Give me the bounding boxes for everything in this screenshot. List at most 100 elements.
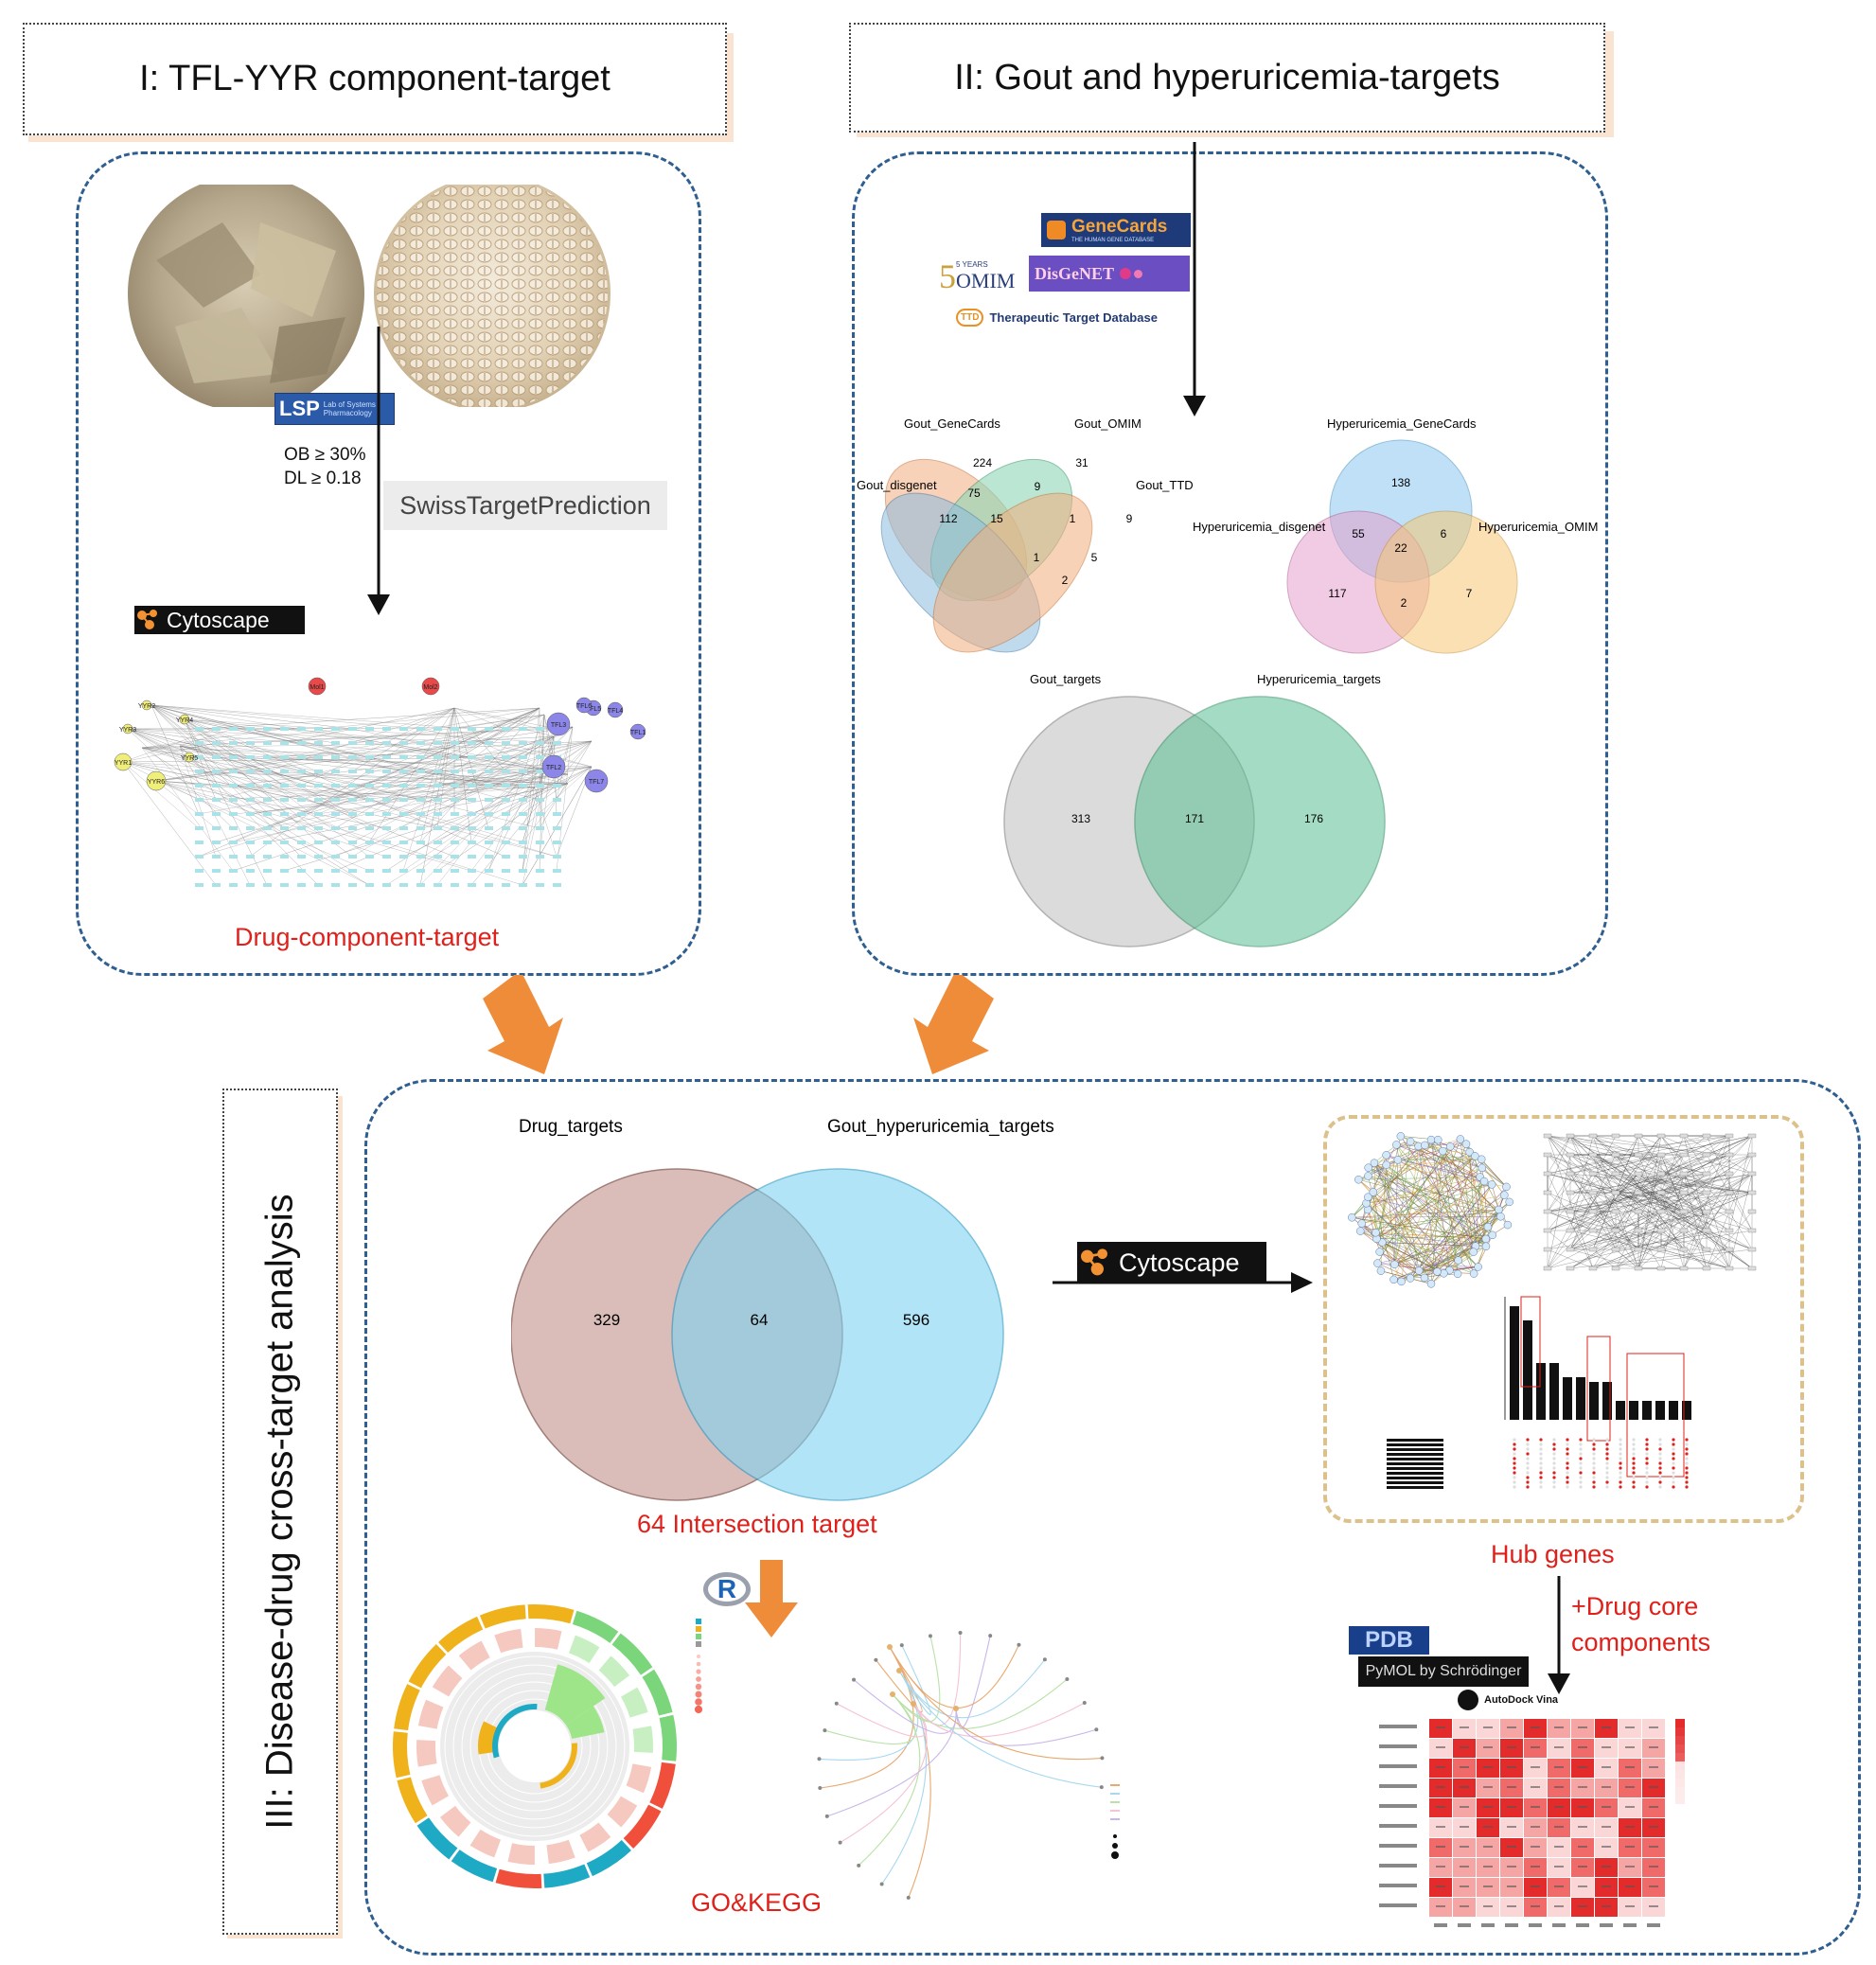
heatmap-cell-value — [1554, 1846, 1564, 1848]
upset-dot — [1605, 1457, 1609, 1460]
network-node-label: TFL2 — [546, 765, 561, 771]
network-target-node — [416, 770, 425, 773]
network-edge — [385, 726, 574, 801]
network-target-node — [246, 798, 255, 802]
upset-dot — [1579, 1443, 1583, 1446]
heatmap-legend-cell — [1675, 1744, 1685, 1753]
ppi-edge — [1394, 1226, 1489, 1266]
kegg-gene-node — [838, 1840, 842, 1845]
network-target-node — [212, 812, 221, 816]
heatmap-cell-value — [1531, 1726, 1540, 1728]
panel2-frame — [852, 151, 1608, 976]
ppi-node — [1390, 1260, 1399, 1269]
heatmap-cell-value — [1602, 1846, 1611, 1848]
network-target-node — [502, 869, 510, 873]
upset-dot — [1566, 1476, 1569, 1479]
network-target-node — [553, 812, 561, 816]
ppi-node — [1364, 1193, 1372, 1201]
heatmap-col-label — [1529, 1923, 1542, 1927]
network-node-label: YYR2 — [138, 703, 155, 710]
network-target-node — [212, 855, 221, 859]
upset-dot — [1658, 1480, 1662, 1484]
venn-value: 75 — [967, 487, 981, 500]
network-target-node — [536, 770, 544, 773]
go-term-segment — [397, 1777, 428, 1824]
heatmap-cell-value — [1531, 1905, 1540, 1907]
genecards-text: GeneCards — [1071, 217, 1168, 237]
ppi-grid-node — [1543, 1247, 1552, 1252]
upset-dot — [1592, 1447, 1596, 1451]
heatmap-cell-value — [1460, 1806, 1469, 1808]
ppi-grid-node — [1588, 1247, 1598, 1252]
ppi-grid-edge — [1569, 1230, 1594, 1250]
upset-dot — [1658, 1466, 1662, 1470]
ppi-grid-node — [1566, 1247, 1575, 1252]
ppi-grid-edge — [1569, 1230, 1730, 1269]
ppi-node — [1426, 1135, 1436, 1144]
hub-genes-box — [1323, 1115, 1804, 1523]
kegg-size-legend — [1112, 1843, 1118, 1849]
upset-dot — [1592, 1480, 1596, 1484]
ppi-node — [1471, 1152, 1479, 1160]
ppi-grid-edge — [1569, 1173, 1594, 1213]
network-edge — [334, 756, 569, 775]
network-edge — [141, 747, 370, 886]
go-term-segment — [527, 1604, 575, 1624]
ppi-grid-node — [1747, 1190, 1757, 1195]
network-target-node — [297, 741, 306, 745]
network-edge — [198, 740, 593, 858]
ppi-edge — [1430, 1140, 1459, 1261]
upset-dot — [1685, 1443, 1689, 1446]
network-target-node — [536, 869, 544, 873]
network-edge — [232, 766, 593, 843]
go-legend-dot — [697, 1655, 700, 1658]
network-target-node — [553, 826, 561, 830]
venn-value: 15 — [990, 512, 1003, 525]
network-edge — [368, 707, 540, 815]
ppi-edge — [1449, 1246, 1487, 1271]
kegg-gene-node — [1082, 1701, 1087, 1706]
network-target-node — [434, 798, 442, 802]
disgenet-dot-icon-2 — [1134, 269, 1143, 278]
heatmap-cell-value — [1531, 1826, 1540, 1828]
heatmap-row-label — [1379, 1864, 1417, 1868]
network-edge — [266, 707, 540, 829]
ppi-grid-node — [1634, 1171, 1643, 1177]
upset-dot — [1632, 1447, 1636, 1451]
go-gene-count-bar — [546, 1839, 575, 1865]
network-target-node — [485, 869, 493, 873]
network-target-node — [434, 727, 442, 731]
upset-dot — [1579, 1476, 1583, 1479]
heatmap-legend-cell — [1675, 1736, 1685, 1744]
go-term-segment — [438, 1616, 484, 1653]
upset-dot — [1632, 1480, 1636, 1484]
network-edge — [198, 707, 540, 730]
network-node-label: Mol1 — [310, 684, 324, 691]
kegg-gene-node — [899, 1643, 904, 1648]
ppi-edge — [1424, 1151, 1443, 1278]
ppi-grid-node — [1747, 1152, 1757, 1158]
heatmap-cell-value — [1649, 1846, 1658, 1848]
heatmap-cell-value — [1649, 1746, 1658, 1748]
pdb-text: PDB — [1365, 1627, 1413, 1653]
ppi-grid-edge — [1547, 1135, 1571, 1194]
filter-ob: OB ≥ 30% — [284, 445, 366, 465]
r-logo-ring — [703, 1572, 751, 1606]
ppi-grid-node — [1566, 1171, 1575, 1177]
upset-dot — [1672, 1461, 1675, 1465]
network-edge — [419, 707, 455, 843]
network-edge — [522, 728, 555, 737]
network-target-node — [451, 855, 459, 859]
network-target-node — [314, 770, 323, 773]
network-target-node — [331, 727, 340, 731]
network-target-node — [212, 784, 221, 788]
go-grid-ring — [469, 1681, 600, 1812]
network-target-node — [348, 755, 357, 759]
heatmap-cell-value — [1649, 1766, 1658, 1768]
upset-bar — [1629, 1401, 1638, 1420]
heatmap-cell-value — [1531, 1866, 1540, 1868]
venn-value: 329 — [593, 1311, 620, 1329]
network-edge — [453, 740, 593, 787]
go-term-segment — [649, 1761, 676, 1809]
kegg-link — [820, 1646, 914, 1789]
